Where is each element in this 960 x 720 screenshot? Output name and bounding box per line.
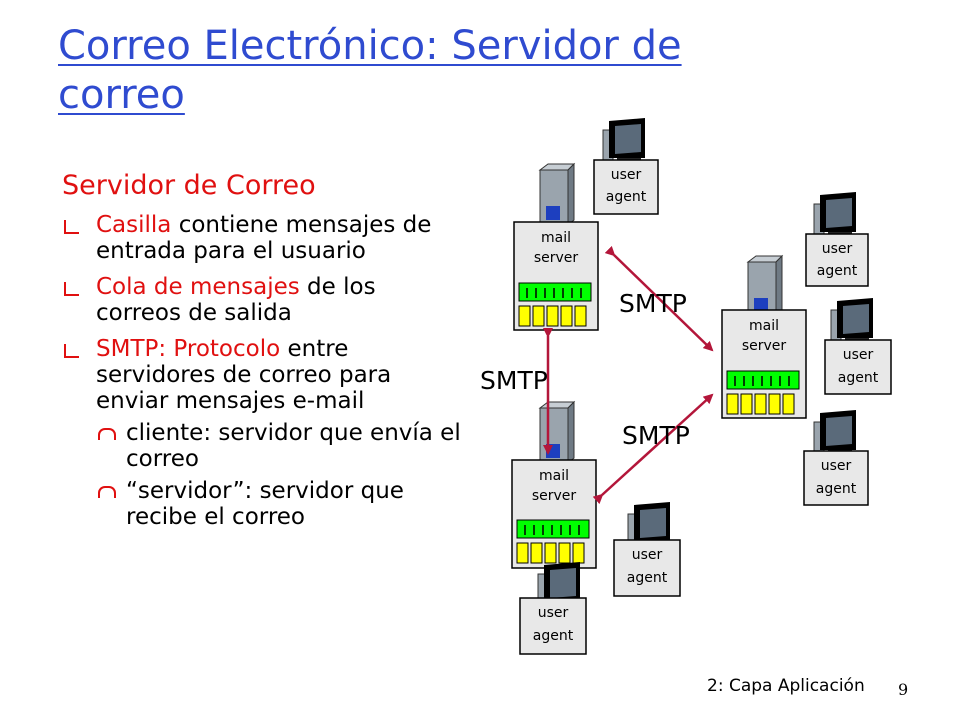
sub-bullet-client-text: cliente: servidor que envía el correo bbox=[126, 419, 461, 472]
smtp-arrow-bottom bbox=[592, 393, 714, 505]
checkbox-bullet-icon bbox=[64, 220, 79, 234]
sub-bullet-server: “servidor”: servidor que recibe el corre… bbox=[96, 478, 464, 530]
user-agent-label: agent bbox=[838, 370, 879, 386]
user-agent-label: agent bbox=[533, 628, 574, 644]
smtp-label: SMTP bbox=[622, 421, 690, 450]
user-agent-label: user bbox=[822, 241, 853, 257]
footer-chapter: 2: Capa Aplicación bbox=[707, 676, 865, 696]
smtp-label: SMTP bbox=[480, 366, 548, 395]
user-agent-label: user bbox=[632, 547, 663, 563]
smtp-label: SMTP bbox=[619, 289, 687, 318]
user-agent-label: agent bbox=[606, 189, 647, 205]
arc-bullet-icon bbox=[98, 485, 116, 498]
arc-bullet-icon bbox=[98, 427, 116, 440]
user-agent-right-2: user agent bbox=[824, 297, 892, 395]
bullet-list: Casilla contiene mensajes de entrada par… bbox=[64, 212, 464, 540]
user-agent-bottom: user agent bbox=[519, 561, 587, 655]
mail-server-label: mail bbox=[541, 230, 571, 246]
bullet-mailbox-text: contiene mensajes de entrada para el usu… bbox=[96, 212, 432, 264]
mail-server-label: mail bbox=[539, 468, 569, 484]
sub-bullet-client: cliente: servidor que envía el correo bbox=[96, 420, 464, 472]
bullet-smtp-text: entre servidores de correo para enviar m… bbox=[96, 335, 392, 414]
mail-server-heading: Servidor de Correo bbox=[62, 170, 316, 201]
sub-bullet-server-text: “servidor”: servidor que recibe el corre… bbox=[126, 477, 404, 530]
user-agent-right-3: user agent bbox=[803, 409, 869, 506]
smtp-arrow-top bbox=[604, 245, 714, 352]
bullet-queue-term: Cola de mensajes bbox=[96, 273, 300, 300]
mail-server-label: server bbox=[534, 250, 579, 266]
user-agent-right-1: user agent bbox=[805, 191, 869, 287]
sub-bullet-list: cliente: servidor que envía el correo “s… bbox=[96, 420, 464, 530]
bullet-smtp-term: SMTP: Protocolo bbox=[96, 335, 281, 362]
user-agent-label: user bbox=[538, 605, 569, 621]
mail-server-label: server bbox=[742, 338, 787, 354]
mail-server-right: mail server bbox=[721, 255, 807, 419]
bullet-queue-text: de los correos de salida bbox=[96, 273, 376, 326]
user-agent-label: user bbox=[821, 458, 852, 474]
user-agent-label: agent bbox=[817, 263, 858, 279]
bullet-mailbox-term: Casilla bbox=[96, 212, 172, 238]
user-agent-bottom-right: user agent bbox=[613, 501, 681, 597]
slide-title: Correo Electrónico: Servidor de correo bbox=[58, 23, 682, 118]
user-agent-label: user bbox=[843, 347, 874, 363]
user-agent-top: user agent bbox=[593, 117, 659, 215]
bullet-mailbox: Casilla contiene mensajes de entrada par… bbox=[64, 212, 464, 264]
page-number: 9 bbox=[898, 680, 909, 699]
user-agent-label: user bbox=[611, 167, 642, 183]
mail-server-top-left: mail server bbox=[513, 163, 599, 331]
checkbox-bullet-icon bbox=[64, 343, 79, 358]
user-agent-label: agent bbox=[816, 481, 857, 497]
mail-server-label: mail bbox=[749, 318, 779, 334]
bullet-queue: Cola de mensajes de los correos de salid… bbox=[64, 274, 464, 326]
mail-server-label: server bbox=[532, 488, 577, 504]
mail-server-bottom-left: mail server bbox=[511, 401, 597, 569]
checkbox-bullet-icon bbox=[64, 281, 79, 296]
user-agent-label: agent bbox=[627, 570, 668, 586]
bullet-smtp: SMTP: Protocolo entre servidores de corr… bbox=[64, 336, 464, 530]
